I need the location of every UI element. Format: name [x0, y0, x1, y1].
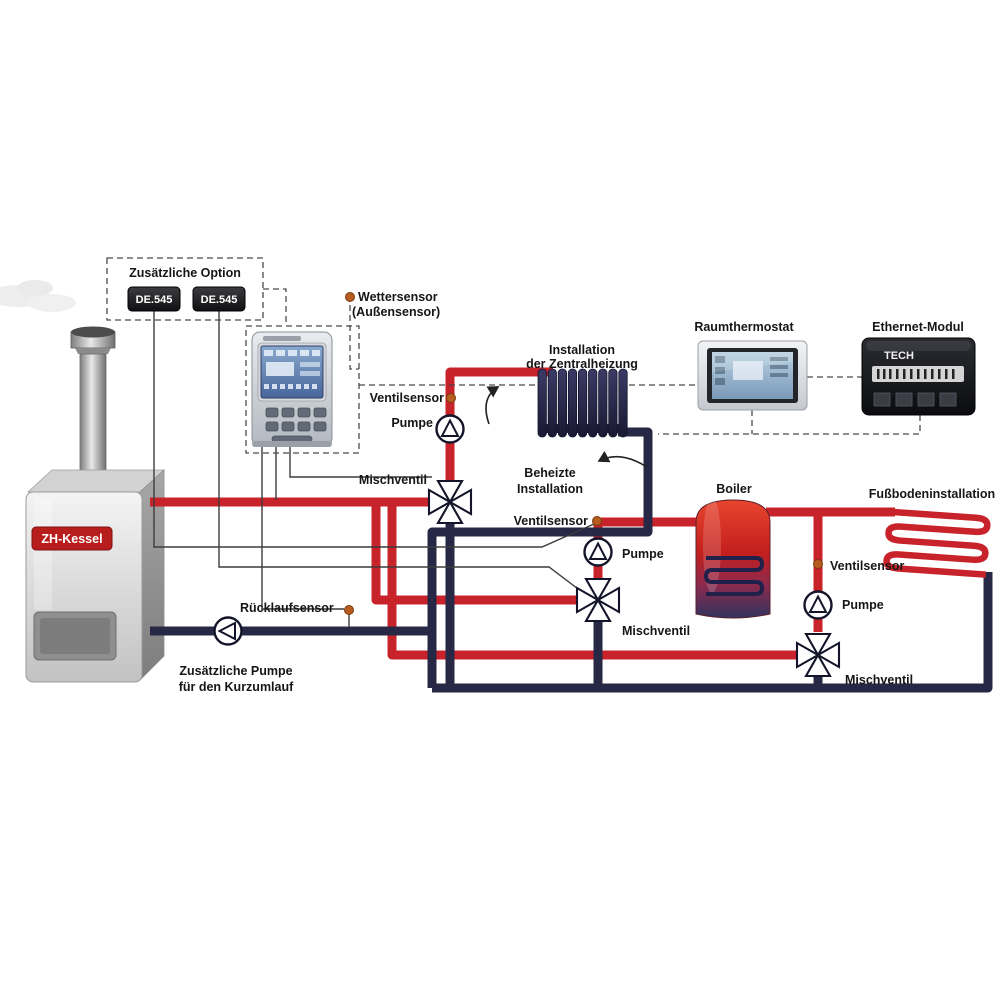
mixing-valve-icon-circuit2: [575, 577, 621, 623]
ethernet-module: TECH: [861, 337, 976, 416]
wire-de545-1: [153, 311, 595, 548]
dash-option-to-controller: [263, 288, 287, 326]
hot-water-tank: [695, 497, 771, 619]
return-sensor-label: Rücklaufsensor: [240, 601, 334, 615]
return-pipe-bottom-main: [432, 572, 993, 693]
pump-label-circuit1: Pumpe: [391, 416, 433, 430]
boiler-unit: ZH-Kessel: [25, 326, 166, 683]
boiler-badge: [31, 526, 113, 551]
flow-arrow-return: [597, 450, 648, 468]
valve-sensor-label-circuit3: Ventilsensor: [830, 559, 904, 573]
supply-riser-radiator: [445, 367, 553, 482]
mixing-valve-label-circuit2: Mischventil: [622, 624, 690, 638]
mixing-valve-label-circuit1: Mischventil: [359, 473, 427, 487]
weather-sensor-label-2: (Außensensor): [352, 305, 440, 319]
heated-install-label-1: Beheizte: [524, 466, 575, 480]
extra-pump-label-1: Zusätzliche Pumpe: [179, 664, 292, 678]
chimney: [79, 353, 107, 481]
radiator: [537, 368, 628, 438]
option-box-outline: [106, 257, 264, 321]
wire-controller-valve1: [289, 444, 432, 478]
mixing-valve-icon-circuit3: [795, 632, 841, 678]
return-pipe-radiator: [427, 427, 653, 688]
flow-arrow-radiator: [485, 386, 500, 425]
boiler-label: ZH-Kessel: [41, 532, 102, 546]
valve-sensor-dot-circuit2: [592, 516, 602, 526]
mixing-valve-icon-circuit1: [427, 479, 473, 525]
module-de545-1-label: DE.545: [136, 294, 173, 306]
ethernet-brand: TECH: [884, 350, 914, 362]
pump-icon-circuit2: [583, 537, 613, 567]
floor-heating-label: Fußbodeninstallation: [869, 487, 995, 501]
heated-install-label-2: Installation: [517, 482, 583, 496]
dash-ethernet-loop: [658, 415, 921, 435]
supply-drop-circuit3: [387, 502, 797, 660]
valve-sensor-dot-circuit1: [446, 393, 456, 403]
valve-sensor-dot-circuit3: [813, 559, 823, 569]
valve-sensor-label-circuit1: Ventilsensor: [370, 391, 444, 405]
module-de545-1: DE.545: [127, 286, 181, 312]
room-thermostat-label: Raumthermostat: [694, 320, 794, 334]
extra-pump-label-2: für den Kurzumlauf: [179, 680, 294, 694]
module-de545-2: DE.545: [192, 286, 246, 312]
ethernet-module-label: Ethernet-Modul: [872, 320, 964, 334]
ethernet-ports: [873, 392, 957, 407]
return-sensor-dot: [344, 605, 354, 615]
tank-label: Boiler: [716, 482, 752, 496]
mixing-valve-label-circuit3: Mischventil: [845, 673, 913, 687]
dash-weather-sensor: [349, 305, 359, 370]
supply-drop-circuit2: [371, 502, 578, 605]
tank-coil-icon: [703, 556, 765, 596]
floor-heating-coil: [883, 508, 991, 578]
wire-controller-return-sensor: [261, 444, 344, 610]
central-heating-label-1: Installation: [549, 343, 615, 357]
weather-sensor-dot: [345, 292, 355, 302]
pump-label-circuit3: Pumpe: [842, 598, 884, 612]
option-box-title: Zusätzliche Option: [129, 266, 241, 280]
module-de545-2-label: DE.545: [201, 294, 238, 306]
weather-sensor-label-1: Wettersensor: [358, 290, 438, 304]
pump-label-circuit2: Pumpe: [622, 547, 664, 561]
room-thermostat: [697, 340, 808, 411]
controller-buttons: [265, 407, 327, 443]
central-heating-label-2: der Zentralheizung: [526, 357, 638, 371]
wire-de545-2: [218, 311, 591, 599]
pump-icon-circuit1: [435, 414, 465, 444]
cloud-decoration: [0, 280, 76, 312]
pump-icon-circuit3: [803, 590, 833, 620]
pump-icon-short-circuit: [213, 616, 243, 646]
valve-sensor-label-circuit2: Ventilsensor: [514, 514, 588, 528]
controller: [251, 331, 333, 447]
